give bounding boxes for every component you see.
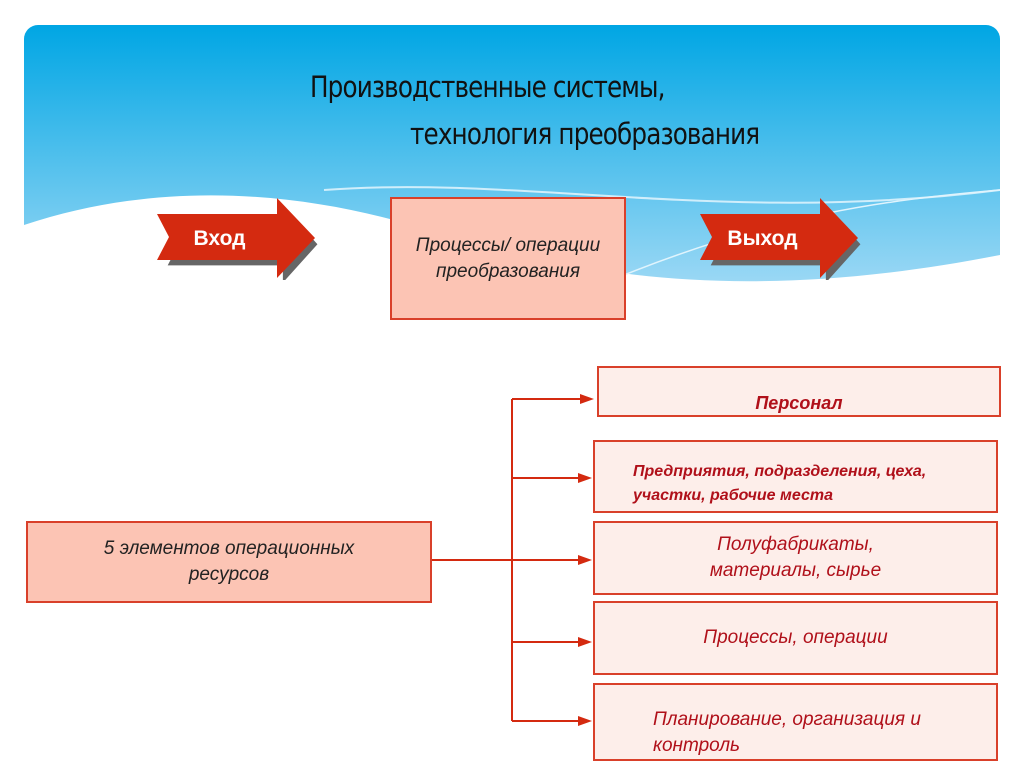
resource-planning: Планирование, организация и контроль	[593, 683, 998, 761]
resource-processes: Процессы, операции	[593, 601, 998, 675]
input-arrow: Вход	[157, 198, 322, 280]
resource-facilities: Предприятия, подразделения, цеха, участк…	[593, 440, 998, 513]
resource-personnel: Персонал	[597, 366, 1001, 417]
input-label: Вход	[193, 227, 246, 250]
output-arrow: Выход	[700, 198, 865, 280]
title-line-2: технология преобразования	[410, 117, 760, 151]
process-box: Процессы/ операции преобразования	[390, 197, 626, 320]
title-line-1: Производственные системы,	[310, 70, 665, 104]
resource-materials: Полуфабрикаты, материалы, сырье	[593, 521, 998, 595]
resources-source-box: 5 элементов операционных ресурсов	[26, 521, 432, 603]
output-label: Выход	[727, 227, 798, 250]
